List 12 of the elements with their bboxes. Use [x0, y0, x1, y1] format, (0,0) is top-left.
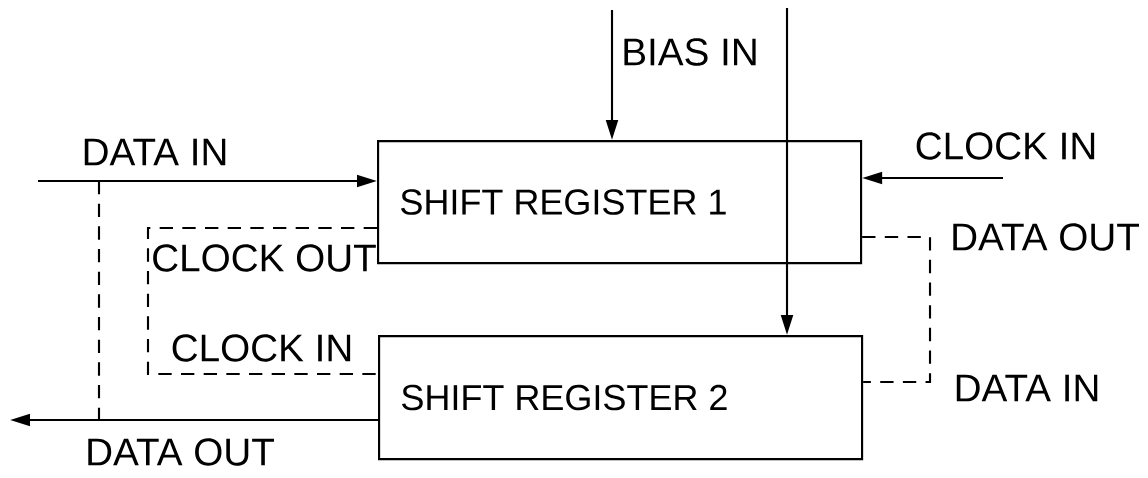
register-box: SHIFT REGISTER 1	[377, 140, 863, 265]
dashed-connector	[146, 226, 378, 376]
signal-label: BIAS IN	[619, 37, 761, 67]
signal-label: DATA OUT	[83, 437, 277, 468]
dashed-connector	[862, 235, 932, 384]
signal-label: DATA IN	[80, 137, 230, 167]
register-box: SHIFT REGISTER 2	[378, 335, 864, 461]
signal-label: CLOCK IN	[172, 334, 351, 362]
signal-label: CLOCK IN	[913, 131, 1099, 161]
signal-label: DATA IN	[956, 374, 1098, 402]
signal-label: CLOCK OUT	[153, 244, 376, 272]
signal-label: DATA OUT	[953, 223, 1139, 251]
